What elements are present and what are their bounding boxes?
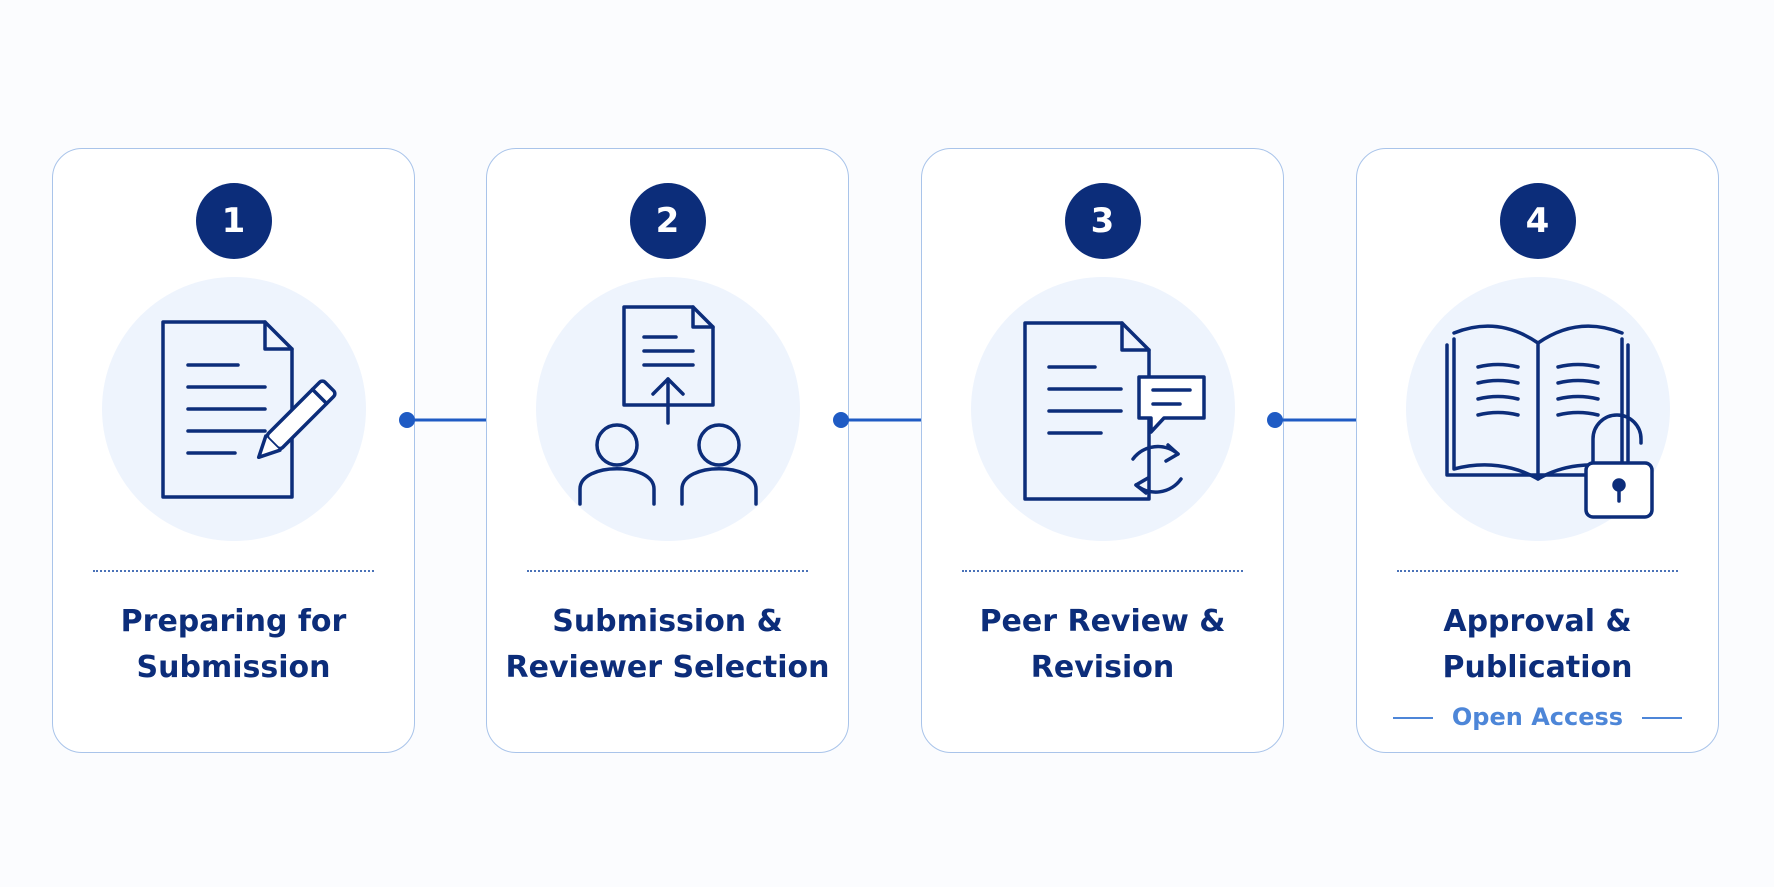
dotted-divider (93, 570, 374, 572)
step-title: Preparing for Submission (120, 604, 347, 685)
icon-halo (101, 277, 366, 541)
document-comment-cycle-icon (1022, 321, 1206, 501)
upload-reviewers-icon (577, 305, 758, 506)
open-access-tagline: Open Access (1393, 702, 1682, 732)
icon-halo (1405, 277, 1670, 541)
tagline-rule-right (1642, 717, 1682, 719)
tagline-rule-left (1393, 717, 1433, 719)
step-card-1: 1 Preparing for Submission (52, 148, 415, 753)
step-title: Approval & Publication (1442, 604, 1633, 685)
dotted-divider (527, 570, 808, 572)
step-number-badge: 1 (195, 183, 272, 259)
icon-halo (970, 277, 1235, 541)
step-title: Peer Review & Revision (979, 604, 1226, 685)
step-number-badge: 2 (629, 183, 706, 259)
dotted-divider (962, 570, 1243, 572)
step-card-3: 3 Peer Review & Revision (921, 148, 1284, 753)
document-pen-icon (160, 320, 337, 499)
step-number-badge: 3 (1064, 183, 1141, 259)
step-number-badge: 4 (1499, 183, 1576, 259)
open-access-label: Open Access (1451, 703, 1624, 731)
step-card-2: 2 Submission & Reviewer Selection (486, 148, 849, 753)
open-book-unlocked-icon (1444, 324, 1654, 519)
dotted-divider (1397, 570, 1678, 572)
step-title: Submission & Reviewer Selection (505, 604, 830, 685)
step-card-4: 4 Approval & (1356, 148, 1719, 753)
icon-halo (535, 277, 800, 541)
